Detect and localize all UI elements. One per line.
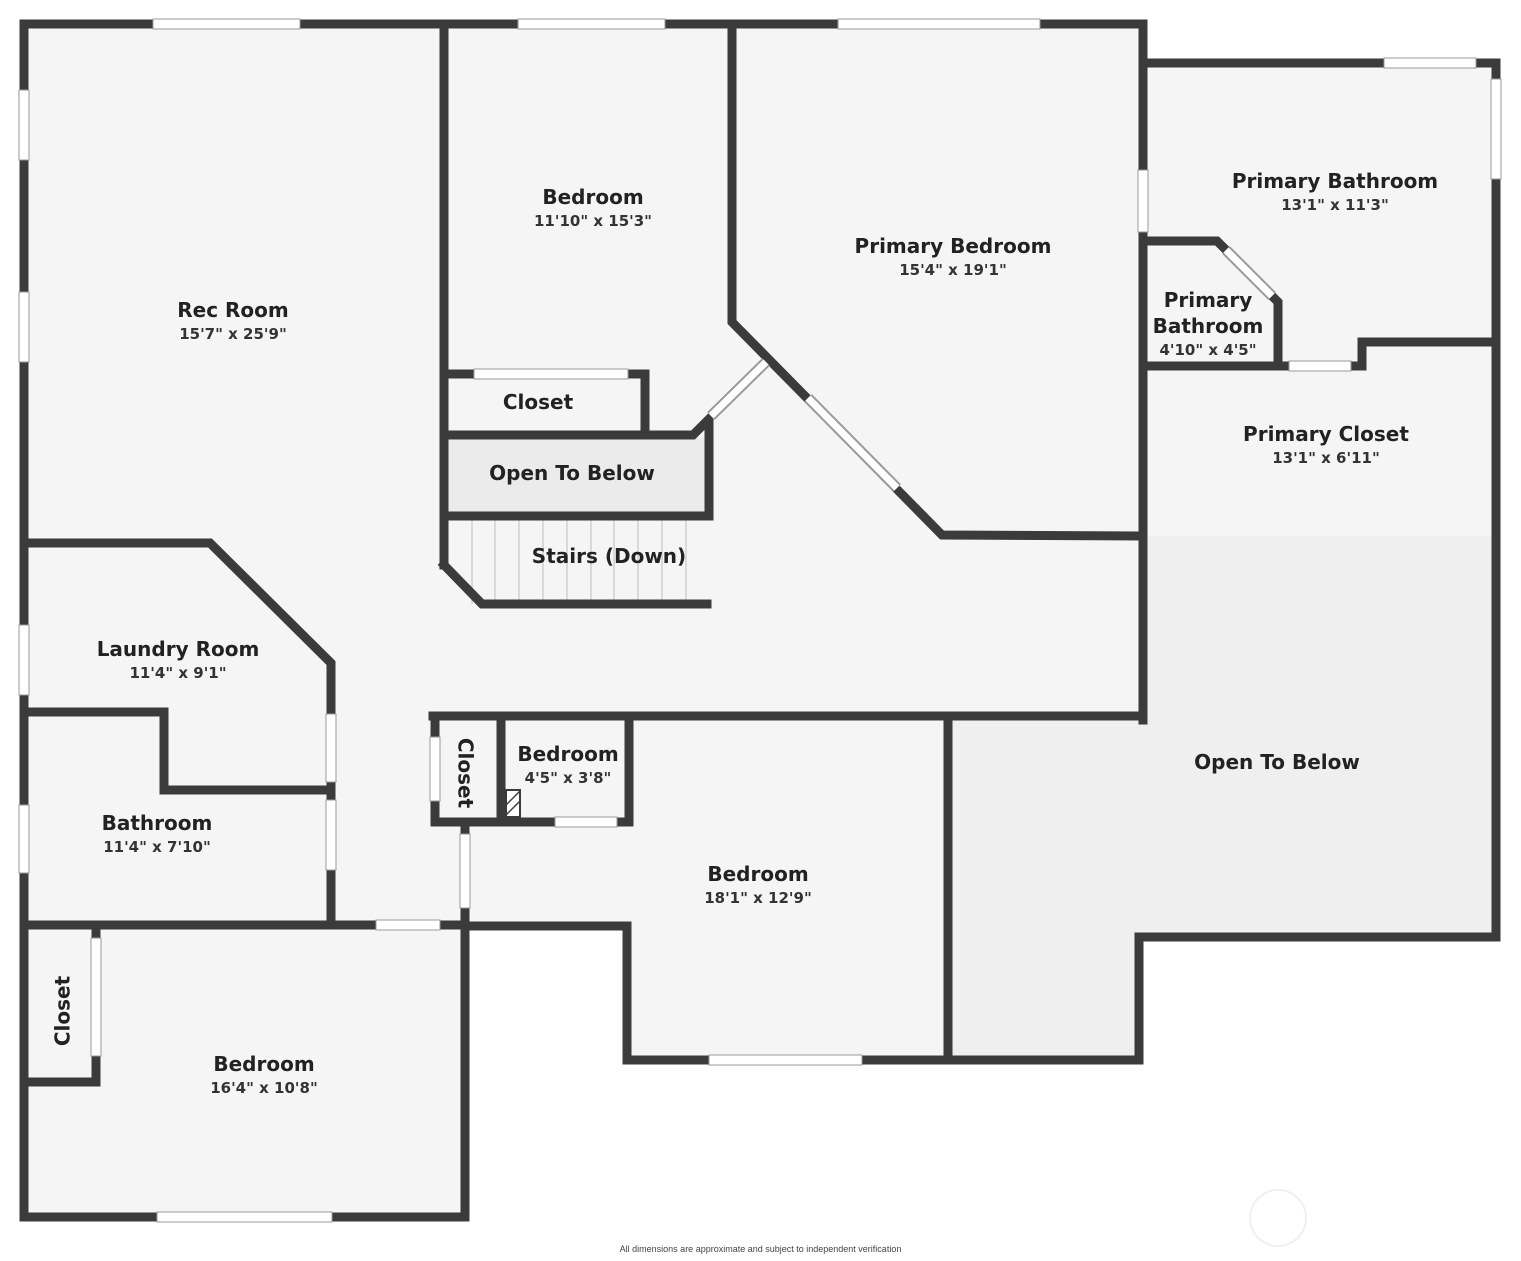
opening xyxy=(375,919,441,931)
room-name-open-to-below-stair: Open To Below xyxy=(489,461,655,485)
room-dims-rec-room: 15'7" x 25'9" xyxy=(179,325,287,343)
room-name-bedroom-center: Bedroom xyxy=(707,862,808,886)
wall xyxy=(1138,236,1283,371)
wall xyxy=(19,707,336,795)
wall xyxy=(439,408,714,521)
room-dims-laundry-room: 11'4" x 9'1" xyxy=(129,664,226,682)
opening xyxy=(325,713,337,783)
diagonal-openings xyxy=(707,246,1276,492)
room-name-closet-lower: Closet xyxy=(51,975,75,1046)
opening xyxy=(1288,360,1352,372)
room-name-rec-room: Rec Room xyxy=(177,298,289,322)
window xyxy=(156,1211,333,1223)
room-name-primary-bathroom: Primary Bathroom xyxy=(1232,169,1438,193)
opening xyxy=(473,368,629,380)
wall xyxy=(437,558,712,609)
opening xyxy=(459,833,471,909)
room-dims-primary-bathroom: 13'1" x 11'3" xyxy=(1281,196,1389,214)
room-name-primary-bedroom: Primary Bedroom xyxy=(855,234,1052,258)
room-name-open-to-below-right: Open To Below xyxy=(1194,750,1360,774)
room-dims-bedroom-small: 4'5" x 3'8" xyxy=(525,769,612,787)
window xyxy=(708,1054,863,1066)
stair-treads xyxy=(471,520,687,604)
room-dims-bedroom-center: 18'1" x 12'9" xyxy=(704,889,812,907)
room-name-laundry-room: Laundry Room xyxy=(97,637,260,661)
window xyxy=(18,291,30,363)
room-dims-bedroom-top: 11'10" x 15'3" xyxy=(534,212,652,230)
window xyxy=(1383,57,1477,69)
window xyxy=(18,624,30,696)
room-name-bedroom-small: Bedroom xyxy=(517,742,618,766)
room-dims-primary-closet: 13'1" x 6'11" xyxy=(1272,449,1380,467)
room-name-bedroom-top: Bedroom xyxy=(542,185,643,209)
windows xyxy=(18,18,1502,1223)
opening xyxy=(325,799,337,871)
window xyxy=(18,804,30,874)
window xyxy=(517,18,666,30)
disclaimer-footer: All dimensions are approximate and subje… xyxy=(619,1244,902,1254)
room-dims-primary-bathroom-small: 4'10" x 4'5" xyxy=(1159,341,1256,359)
hatched-fixture xyxy=(505,789,521,818)
floor-fills xyxy=(24,24,1496,1217)
open-to-below-stair-area xyxy=(446,438,709,516)
room-dims-bathroom: 11'4" x 7'10" xyxy=(103,838,211,856)
opening xyxy=(554,816,618,828)
room-name-primary-bathroom-small-line2: Bathroom xyxy=(1153,314,1264,338)
window xyxy=(152,18,301,30)
room-name-stairs: Stairs (Down) xyxy=(532,544,686,568)
opening xyxy=(1137,169,1149,233)
opening xyxy=(429,736,441,802)
room-name-closet-mid: Closet xyxy=(454,738,478,809)
window xyxy=(837,18,1041,30)
room-name-bathroom: Bathroom xyxy=(102,811,213,835)
room-name-primary-closet: Primary Closet xyxy=(1243,422,1409,446)
room-name-bedroom-bottom: Bedroom xyxy=(213,1052,314,1076)
room-labels: Rec Room 15'7" x 25'9" Bedroom 11'10" x … xyxy=(51,169,1439,1097)
window xyxy=(1490,78,1502,180)
room-dims-primary-bedroom: 15'4" x 19'1" xyxy=(899,261,1007,279)
opening xyxy=(90,937,102,1057)
open-to-below-right-area xyxy=(948,536,1496,1060)
room-dims-bedroom-bottom: 16'4" x 10'8" xyxy=(210,1079,318,1097)
watermark-circle xyxy=(1249,1189,1307,1247)
room-name-closet-upper: Closet xyxy=(503,390,574,414)
room-name-primary-bathroom-small-line1: Primary xyxy=(1164,288,1253,312)
window xyxy=(18,89,30,161)
